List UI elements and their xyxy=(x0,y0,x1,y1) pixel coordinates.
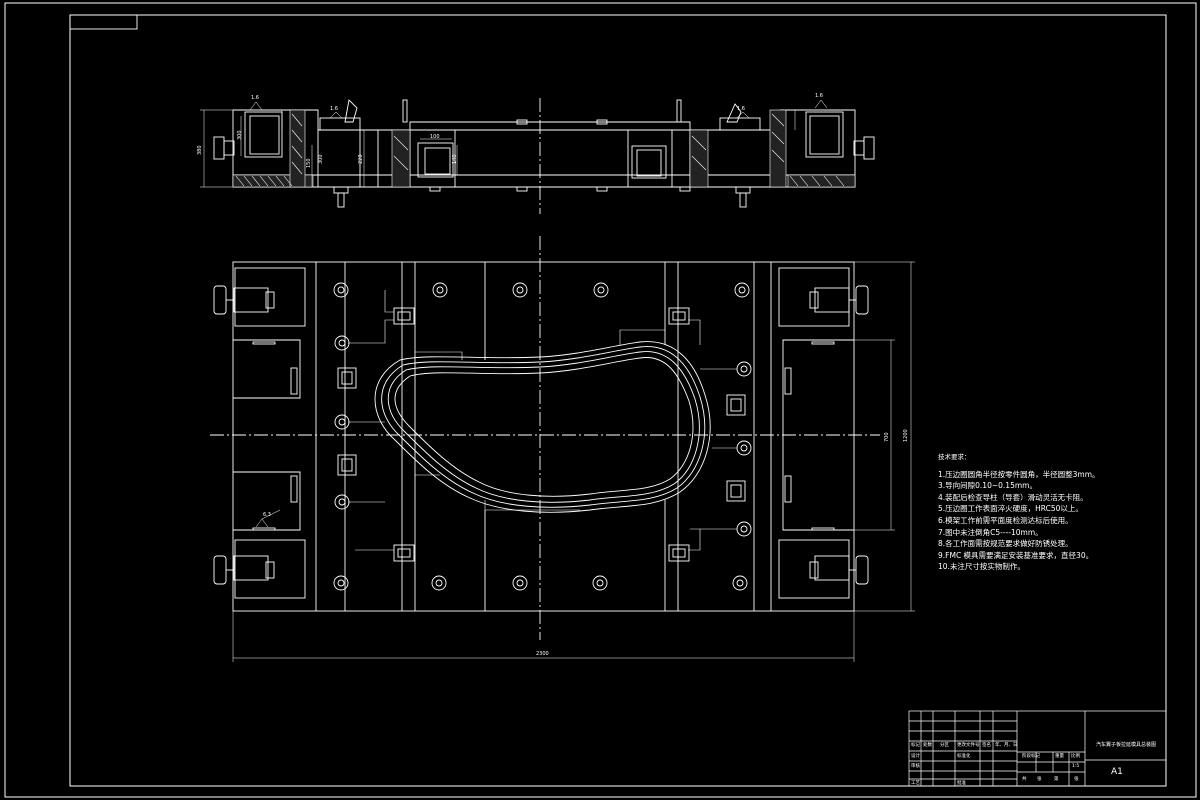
tb-label: 签名 xyxy=(982,743,991,748)
roughness-label: 1.6 xyxy=(251,95,259,101)
dim-inner-height: 700 xyxy=(884,432,890,442)
tb-stage: 阶段标记 xyxy=(1022,754,1040,759)
note-item: 9.FMC 模具需要满足安装基准要求，直径30。 xyxy=(938,550,1094,560)
dim-top-height: 380 xyxy=(197,145,203,155)
tb-scale: 比例 xyxy=(1071,754,1080,759)
note-item: 10.未注尺寸按实物制作。 xyxy=(938,562,1025,572)
note-item: 7.图中未注倒角C5----10mm。 xyxy=(938,527,1043,537)
plan-view xyxy=(210,236,915,662)
note-item: 3.导向间隙0.10~0.15mm。 xyxy=(938,481,1037,491)
tb-row: 批准 xyxy=(957,781,966,786)
tb-label: 处数 xyxy=(923,743,932,748)
tb-row: 设计 xyxy=(911,754,920,759)
technical-requirements: 技术要求： 1.压边圈圆角半径按零件圆角，半径圆整3mm。 3.导向间隙0.10… xyxy=(938,452,1138,573)
dim-overall-height: 1200 xyxy=(903,429,909,442)
tb-weight: 重量 xyxy=(1055,754,1064,759)
tb-row: 审核 xyxy=(911,764,920,769)
dim-top-slot: 100 xyxy=(430,134,440,140)
tb-scale-value: 1:5 xyxy=(1072,764,1080,769)
tb-sheet: 张 xyxy=(1037,777,1042,782)
front-view xyxy=(200,98,875,214)
dim-top-h2: 150 xyxy=(306,158,312,168)
tb-label: 年、月、日 xyxy=(995,743,1018,748)
dim-top-h4: 140 xyxy=(452,154,458,164)
dim-top-h5: 300 xyxy=(318,154,324,164)
note-item: 4.装配后检查导柱（导套）滑动灵活无卡阻。 xyxy=(938,492,1088,502)
notes-title: 技术要求： xyxy=(938,453,971,461)
draw-profile xyxy=(374,341,711,513)
roughness-label: 6.3 xyxy=(263,512,271,518)
roughness-label: 1.6 xyxy=(330,106,338,112)
tb-row: 标准化 xyxy=(957,754,971,759)
roughness-label: 1.6 xyxy=(737,106,745,112)
note-item: 8.各工作面需按规范要求做好防锈处理。 xyxy=(938,539,1073,549)
note-item: 1.压边圈圆角半径按零件圆角，半径圆整3mm。 xyxy=(938,469,1100,479)
dim-top-h1: 300 xyxy=(237,130,243,140)
outer-border xyxy=(4,2,1197,798)
note-item: 5.压边圈工作表面淬火硬度，HRC50以上。 xyxy=(938,504,1083,514)
inner-border xyxy=(69,14,1167,787)
tb-label: 标记 xyxy=(911,743,920,748)
dim-overall-width: 2300 xyxy=(536,651,549,657)
tb-sheet: 第 xyxy=(1054,777,1059,782)
title-block xyxy=(908,710,1167,787)
tb-label: 更改文件号 xyxy=(957,743,980,748)
drawing-title: 汽车翼子板拉延模具总装图 xyxy=(1096,742,1157,748)
tb-sheet: 张 xyxy=(1074,777,1079,782)
roughness-label: 1.6 xyxy=(815,93,823,99)
sheet-size: A1 xyxy=(1111,767,1123,777)
corner-code-box xyxy=(69,14,138,30)
note-item: 6.模架工作前需平面度检测达标后使用。 xyxy=(938,515,1073,525)
dim-top-h3: 220 xyxy=(358,154,364,164)
tb-row: 工艺 xyxy=(911,781,920,786)
tb-sheet: 共 xyxy=(1022,777,1027,782)
tb-label: 分区 xyxy=(940,743,949,748)
